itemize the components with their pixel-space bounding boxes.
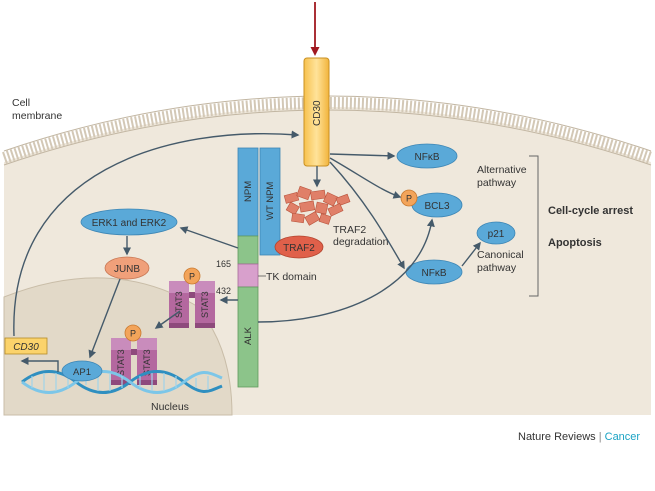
bcl3-phospho-label: P	[406, 194, 412, 204]
canonical-pathway-label-2: pathway	[477, 262, 517, 274]
junb-label: JUNB	[114, 264, 140, 275]
stat3-dimer-cytoplasm	[169, 281, 215, 328]
arrow-gene-to-cd30-receptor	[13, 130, 300, 337]
nfkb-alternative-label: NFκB	[415, 152, 440, 163]
ap1-label: AP1	[73, 367, 91, 378]
journal-name: Nature Reviews	[518, 431, 596, 443]
erk-node	[80, 208, 178, 236]
cell-membrane-label-1: Cell	[12, 97, 30, 109]
stat3-cytoplasm-phospho-label: P	[189, 272, 195, 282]
tk-domain-label: TK domain	[266, 271, 317, 283]
stat3-label-1: STAT3	[174, 291, 184, 318]
stat3-label-2: STAT3	[200, 291, 210, 318]
residue-432: 432	[216, 286, 231, 296]
traf2-node	[274, 235, 324, 259]
arrow-alk-to-erk	[179, 226, 239, 249]
cell-cycle-arrest-label: Cell-cycle arrest	[548, 205, 633, 217]
alk-juxtamembrane	[237, 235, 259, 265]
arrow-cd30-to-nfkb-canonical	[329, 161, 405, 270]
pathway-bracket	[529, 155, 539, 297]
alk-domain	[237, 286, 259, 388]
journal-credit: Nature Reviews | Cancer	[518, 431, 640, 443]
alternative-pathway-label-1: Alternative	[477, 164, 527, 176]
traf2-degradation-label-1: TRAF2	[333, 224, 366, 236]
wt-npm-domain	[259, 147, 281, 256]
bcl3-label: BCL3	[424, 201, 449, 212]
stat3-nucleus-phospho	[124, 324, 142, 342]
wt-npm-label: WT NPM	[265, 182, 276, 220]
residue-165: 165	[216, 259, 231, 269]
stat3-nucleus-phospho-label: P	[130, 329, 136, 339]
dna-helix	[21, 370, 223, 394]
traf2-degradation-label-2: degradation	[333, 236, 389, 248]
junb-node	[104, 256, 150, 280]
nucleus-label: Nucleus	[151, 401, 189, 413]
tk-domain	[237, 263, 259, 288]
alk-label: ALK	[243, 326, 254, 345]
cd30-label: CD30	[312, 100, 323, 126]
cd30-gene-label: CD30	[13, 342, 39, 353]
arrow-cd30-to-nfkb-alternative	[329, 151, 396, 160]
arrow-junb-to-ap1	[88, 278, 121, 359]
stat3-nucleus-label-1: STAT3	[116, 349, 126, 376]
erk-label: ERK1 and ERK2	[92, 218, 167, 229]
transcription-arrow	[20, 357, 59, 372]
p21-node	[476, 221, 516, 245]
nfkb-canonical-label: NFκB	[422, 268, 447, 279]
traf2-label: TRAF2	[283, 243, 315, 254]
arrow-nfkb-to-p21	[461, 241, 481, 267]
alternative-pathway-label-2: pathway	[477, 177, 517, 189]
traf2-fragments	[283, 185, 351, 226]
stat3-cytoplasm-phospho	[183, 267, 201, 285]
journal-section: Cancer	[604, 431, 641, 443]
canonical-pathway-label-1: Canonical	[477, 249, 524, 261]
nfkb-alternative-node	[396, 143, 458, 169]
arrow-alk-to-bcl3	[257, 218, 435, 323]
arrow-stat3-to-nucleus	[154, 310, 181, 329]
apoptosis-label: Apoptosis	[548, 237, 602, 249]
p21-label: p21	[488, 229, 505, 240]
stat3-dimer-nucleus	[111, 338, 157, 385]
ap1-node	[61, 360, 103, 382]
journal-separator: |	[598, 431, 602, 443]
stat3-nucleus-label-2: STAT3	[142, 349, 152, 376]
arrow-cd30-to-bcl3	[329, 157, 402, 199]
cd30-gene-box	[4, 337, 48, 355]
cell-membrane-label-2: membrane	[12, 110, 62, 122]
npm-label: NPM	[243, 181, 254, 202]
